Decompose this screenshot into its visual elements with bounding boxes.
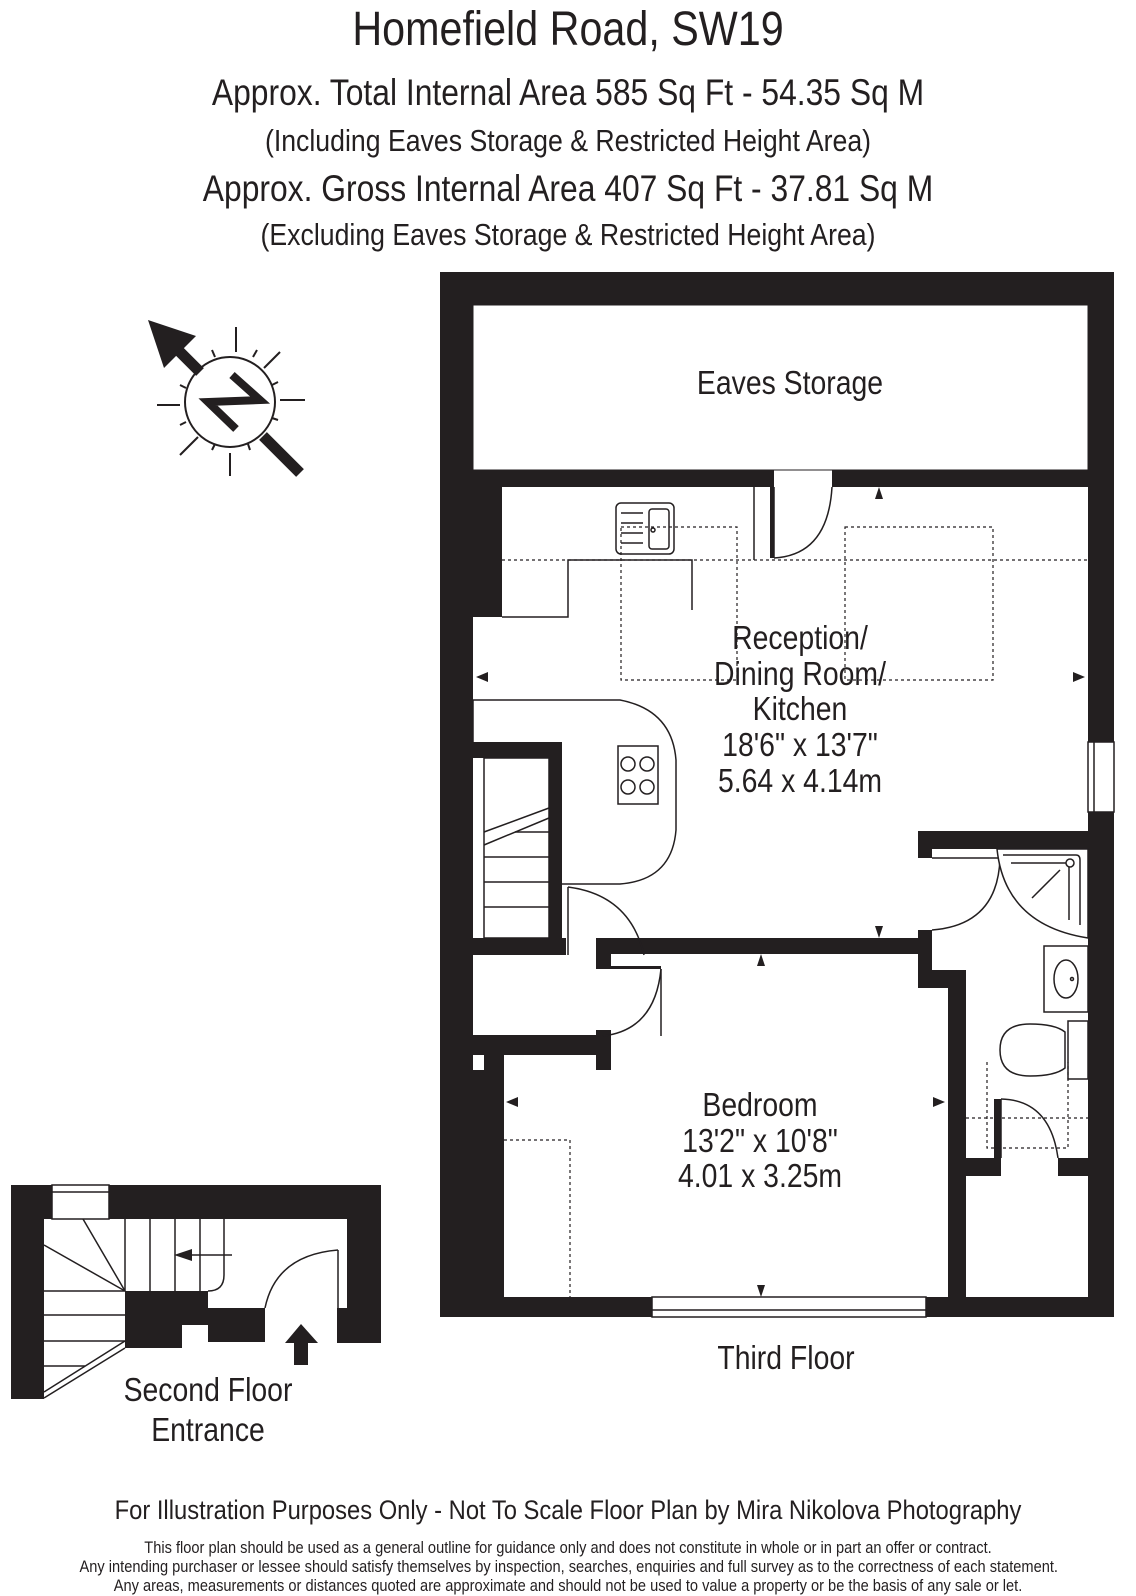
reception-window xyxy=(1087,741,1115,813)
staircase-icon xyxy=(483,757,550,939)
page-title: Homefield Road, SW19 xyxy=(352,3,784,56)
third-floor-label: Third Floor xyxy=(717,1339,855,1376)
restricted-height-lines xyxy=(502,526,1088,1297)
reception-label: Reception/ Dining Room/ Kitchen 18'6" x … xyxy=(628,620,972,798)
second-floor-entrance-label: Second Floor Entrance xyxy=(123,1371,293,1448)
bedroom-window xyxy=(651,1296,927,1318)
total-internal-area: Approx. Total Internal Area 585 Sq Ft - … xyxy=(211,72,925,113)
hob-icon xyxy=(617,745,659,805)
kitchen-sink-icon xyxy=(615,502,675,555)
gross-internal-area: Approx. Gross Internal Area 407 Sq Ft - … xyxy=(202,168,934,209)
dimension-arrows xyxy=(476,487,1085,1297)
toilet-icon xyxy=(1067,1020,1089,1080)
second-floor-plan xyxy=(11,1184,381,1399)
bathroom-fixtures xyxy=(996,848,1089,1080)
eaves-storage-room xyxy=(472,304,1089,471)
bedroom-dimensions-metric: 4.01 x 3.25m xyxy=(677,1157,843,1195)
doors xyxy=(567,486,1059,1159)
north-compass-icon xyxy=(148,320,305,477)
disclaimer-line-3: Any areas, measurements or distances quo… xyxy=(113,1576,1023,1595)
entrance-arrow-icon xyxy=(285,1324,318,1365)
total-area-note: (Including Eaves Storage & Restricted He… xyxy=(264,123,872,158)
eaves-storage-label: Eaves Storage xyxy=(696,364,884,401)
disclaimer-line-1: This floor plan should be used as a gene… xyxy=(144,1538,992,1557)
reception-dimensions-metric: 5.64 x 4.14m xyxy=(717,761,883,799)
disclaimer-line-2: Any intending purchaser or lessee should… xyxy=(79,1557,1058,1576)
reception-dimensions-imperial: 18'6" x 13'7" xyxy=(722,725,878,763)
gross-area-note: (Excluding Eaves Storage & Restricted He… xyxy=(260,217,876,252)
bedroom-dimensions-imperial: 13'2" x 10'8" xyxy=(682,1121,838,1159)
illustration-credit: For Illustration Purposes Only - Not To … xyxy=(114,1495,1022,1525)
staircase-icon xyxy=(43,1218,339,1399)
shower-icon xyxy=(996,848,1089,939)
bedroom-label: Bedroom 13'2" x 10'8" 4.01 x 3.25m xyxy=(588,1087,932,1194)
